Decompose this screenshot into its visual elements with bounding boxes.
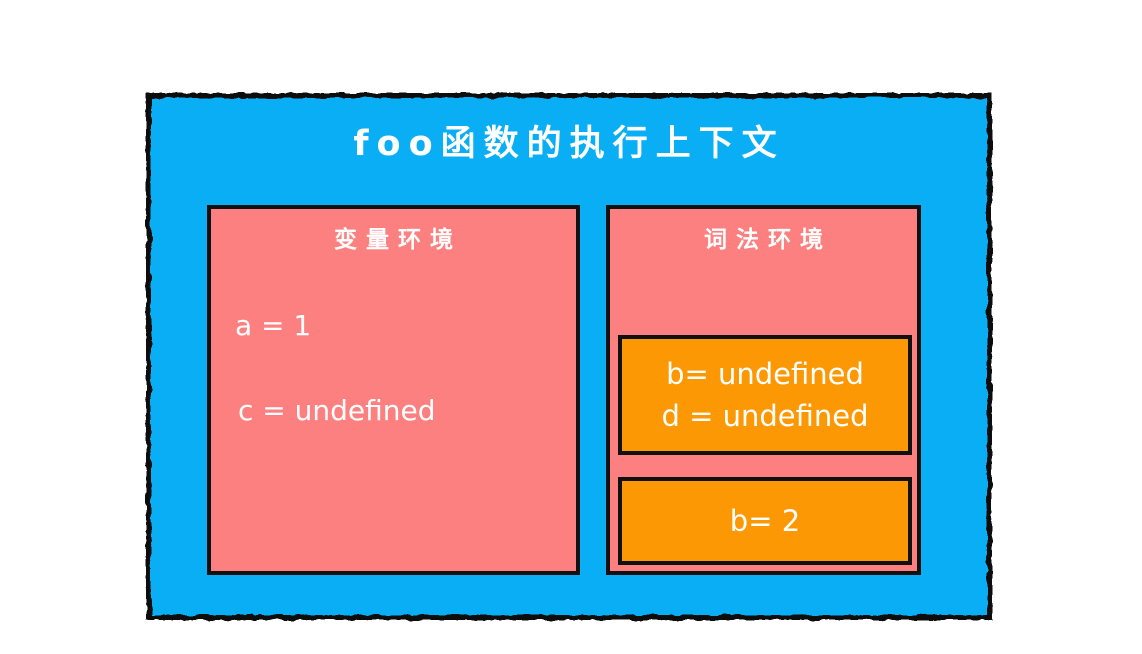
variable-environment-title: 变量环境 — [334, 227, 462, 253]
lexical-record-block-1: b= undefined d = undefined — [618, 335, 912, 455]
record-entry-b-undefined: b= undefined — [666, 357, 864, 391]
execution-context-title: foo函数的执行上下文 — [353, 124, 785, 164]
lexical-environment-title: 词法环境 — [704, 227, 832, 253]
variable-entry-c: c = undefined — [238, 394, 436, 427]
lexical-record-block-2: b= 2 — [618, 477, 912, 565]
record-entry-d-undefined: d = undefined — [661, 399, 869, 433]
record-entry-b-2: b= 2 — [729, 504, 801, 538]
variable-environment-box: 变量环境 a = 1 c = undefined — [207, 205, 580, 575]
variable-entry-a: a = 1 — [235, 309, 312, 342]
